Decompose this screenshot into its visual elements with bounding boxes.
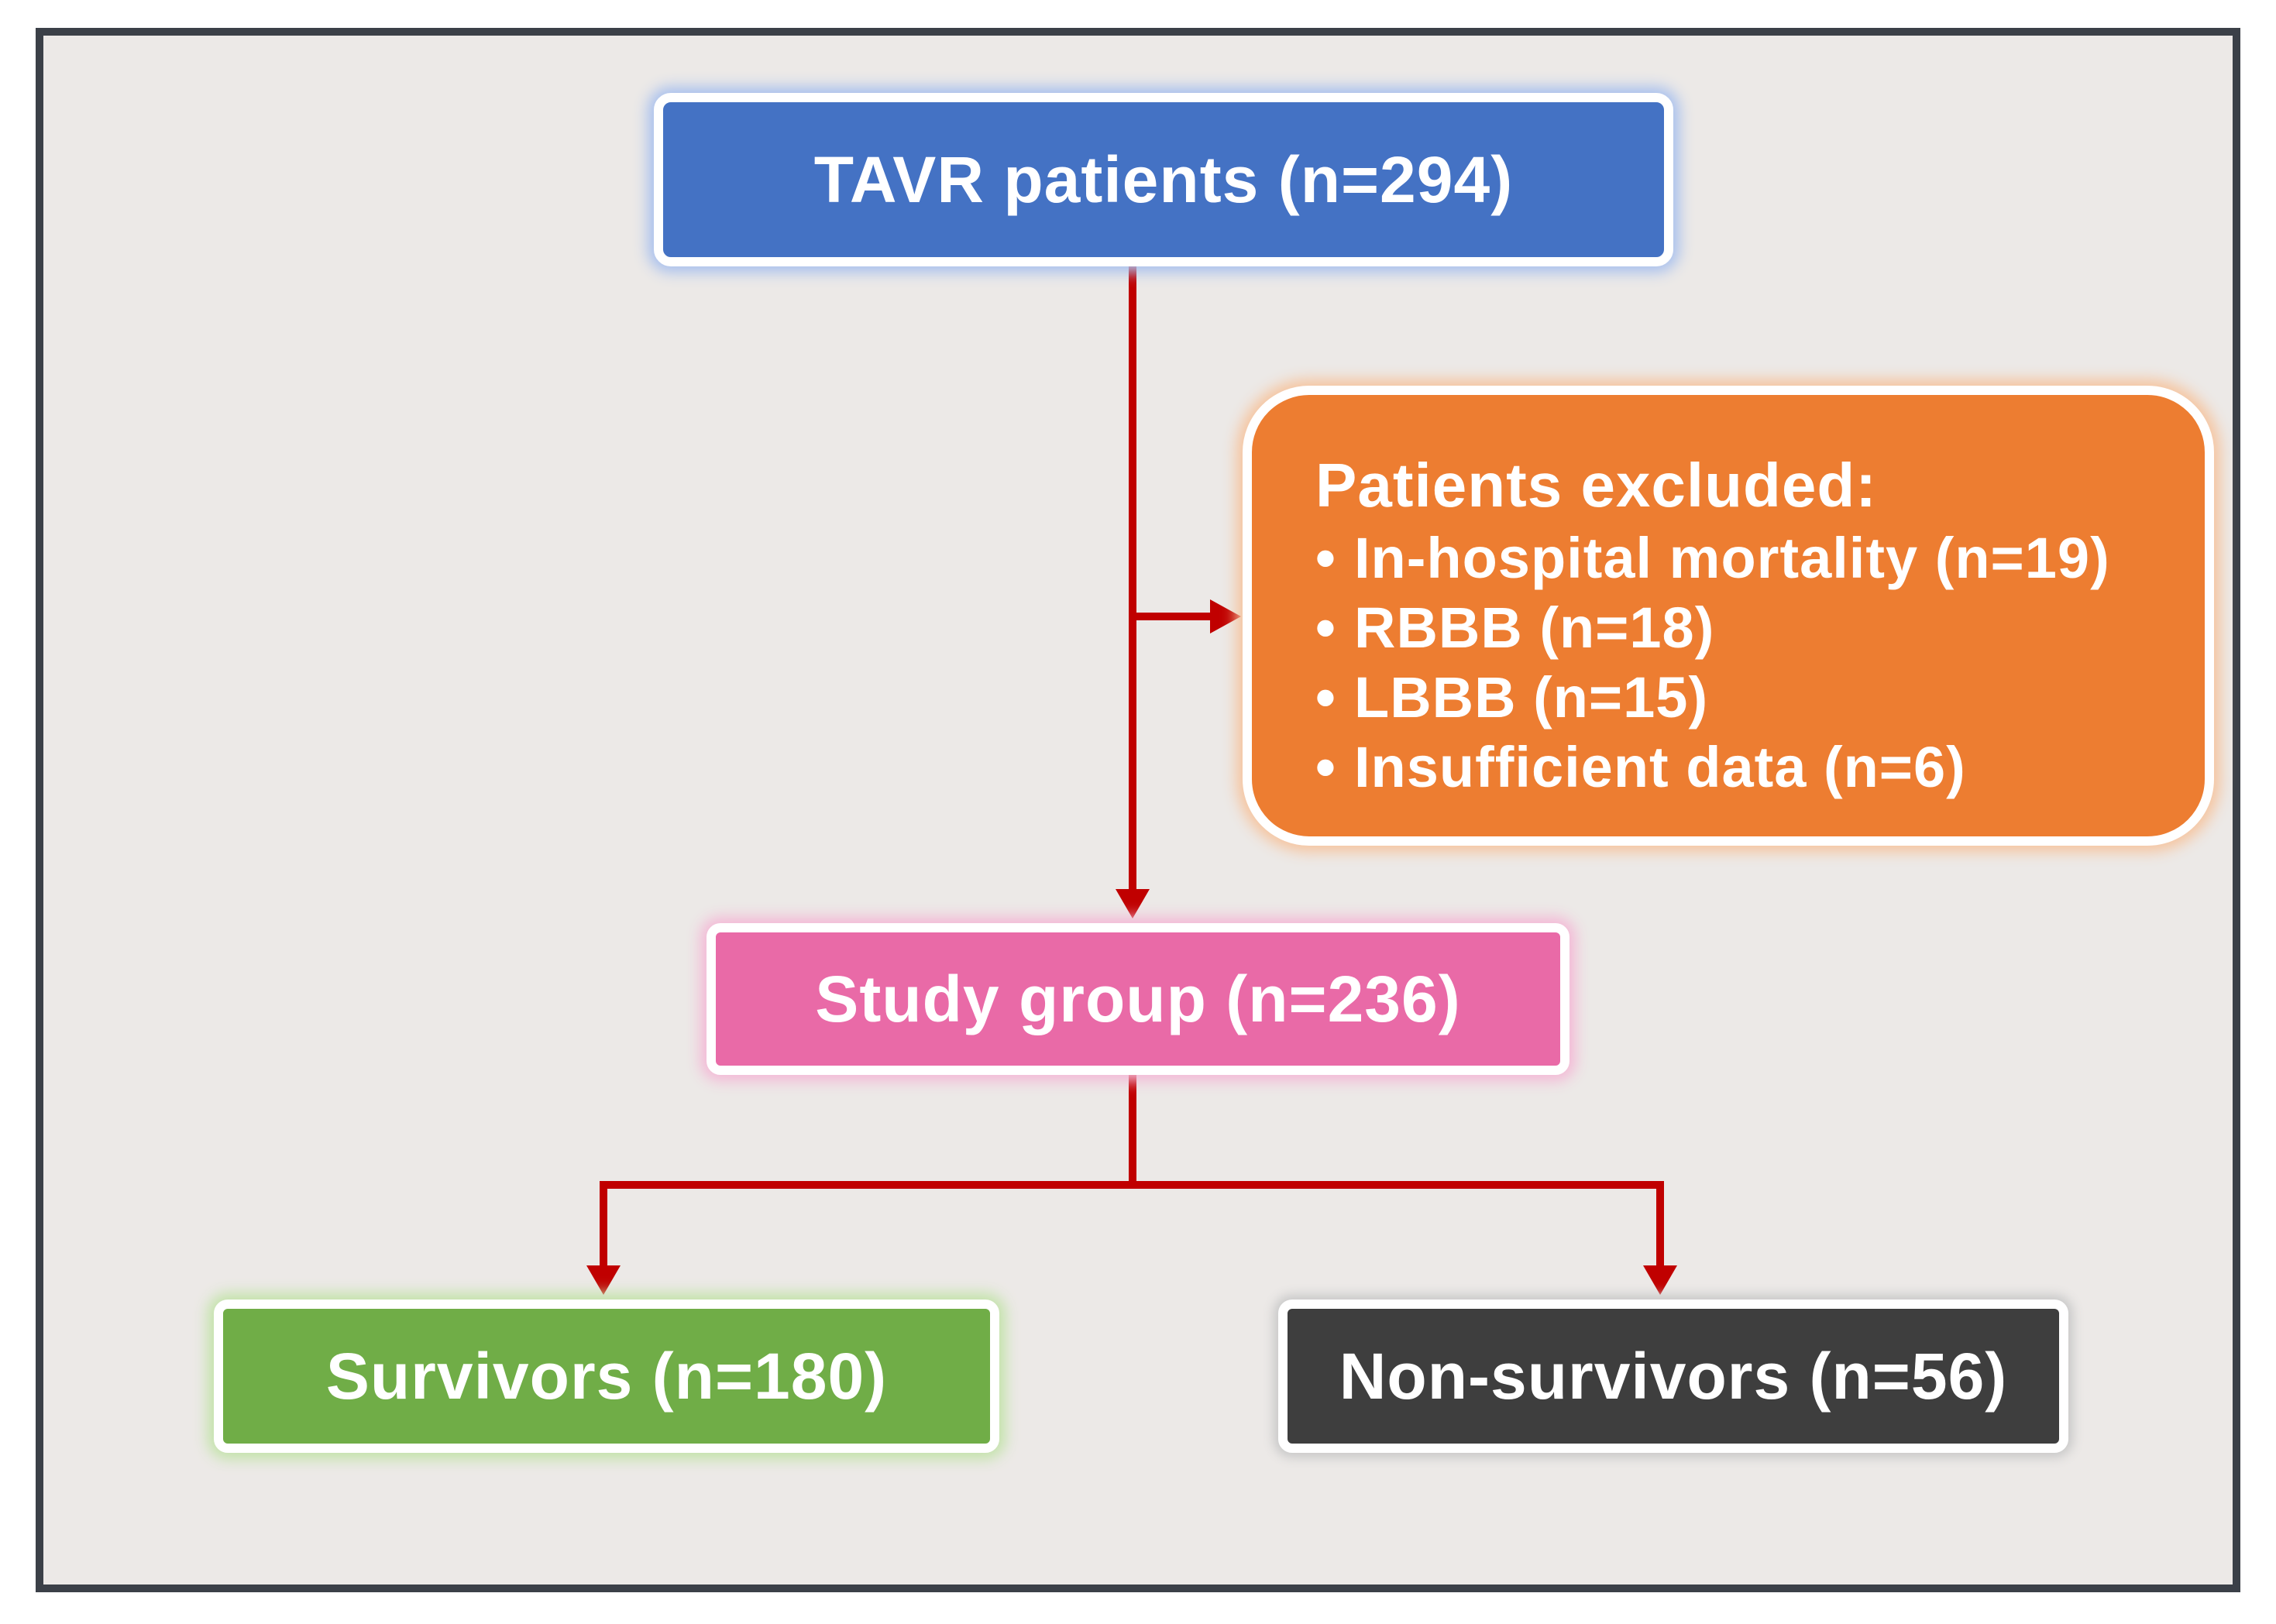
study-group-box: Study group (n=236) [707,923,1569,1075]
exclusion-item: • LBBB (n=15) [1315,663,2205,733]
tavr-patients-label: TAVR patients (n=294) [813,142,1514,216]
exclusion-item-label: LBBB (n=15) [1354,665,1709,730]
study-group-label: Study group (n=236) [815,962,1461,1035]
exclusion-list: • In-hospital mortality (n=19) • RBBB (n=1… [1315,524,2205,802]
patients-excluded-box: Patients excluded: • In-hospital mortalit… [1243,386,2214,846]
survivors-label: Survivors (n=180) [325,1339,888,1413]
arrow-to-excluded [1210,599,1241,633]
bullet: • [1315,596,1336,660]
exclusion-item: • In-hospital mortality (n=19) [1315,524,2205,593]
tavr-patients-box: TAVR patients (n=294) [654,93,1673,266]
non-survivors-label: Non-survivors (n=56) [1339,1339,2008,1413]
survivors-box: Survivors (n=180) [214,1300,999,1453]
exclusion-item-label: RBBB (n=18) [1354,596,1715,660]
bullet: • [1315,665,1336,730]
exclusion-item: • RBBB (n=18) [1315,593,2205,663]
arrow-to-study-group [1116,889,1150,918]
exclusion-item-label: Insufficient data (n=6) [1354,735,1966,799]
arrow-to-nonsurvivors [1643,1265,1677,1295]
exclusion-item: • Insufficient data (n=6) [1315,733,2205,802]
non-survivors-box: Non-survivors (n=56) [1278,1300,2068,1453]
patients-excluded-title: Patients excluded: [1315,451,1877,520]
bullet: • [1315,735,1336,799]
arrow-to-survivors [586,1265,621,1295]
bullet: • [1315,526,1336,590]
exclusion-item-label: In-hospital mortality (n=19) [1354,526,2110,590]
